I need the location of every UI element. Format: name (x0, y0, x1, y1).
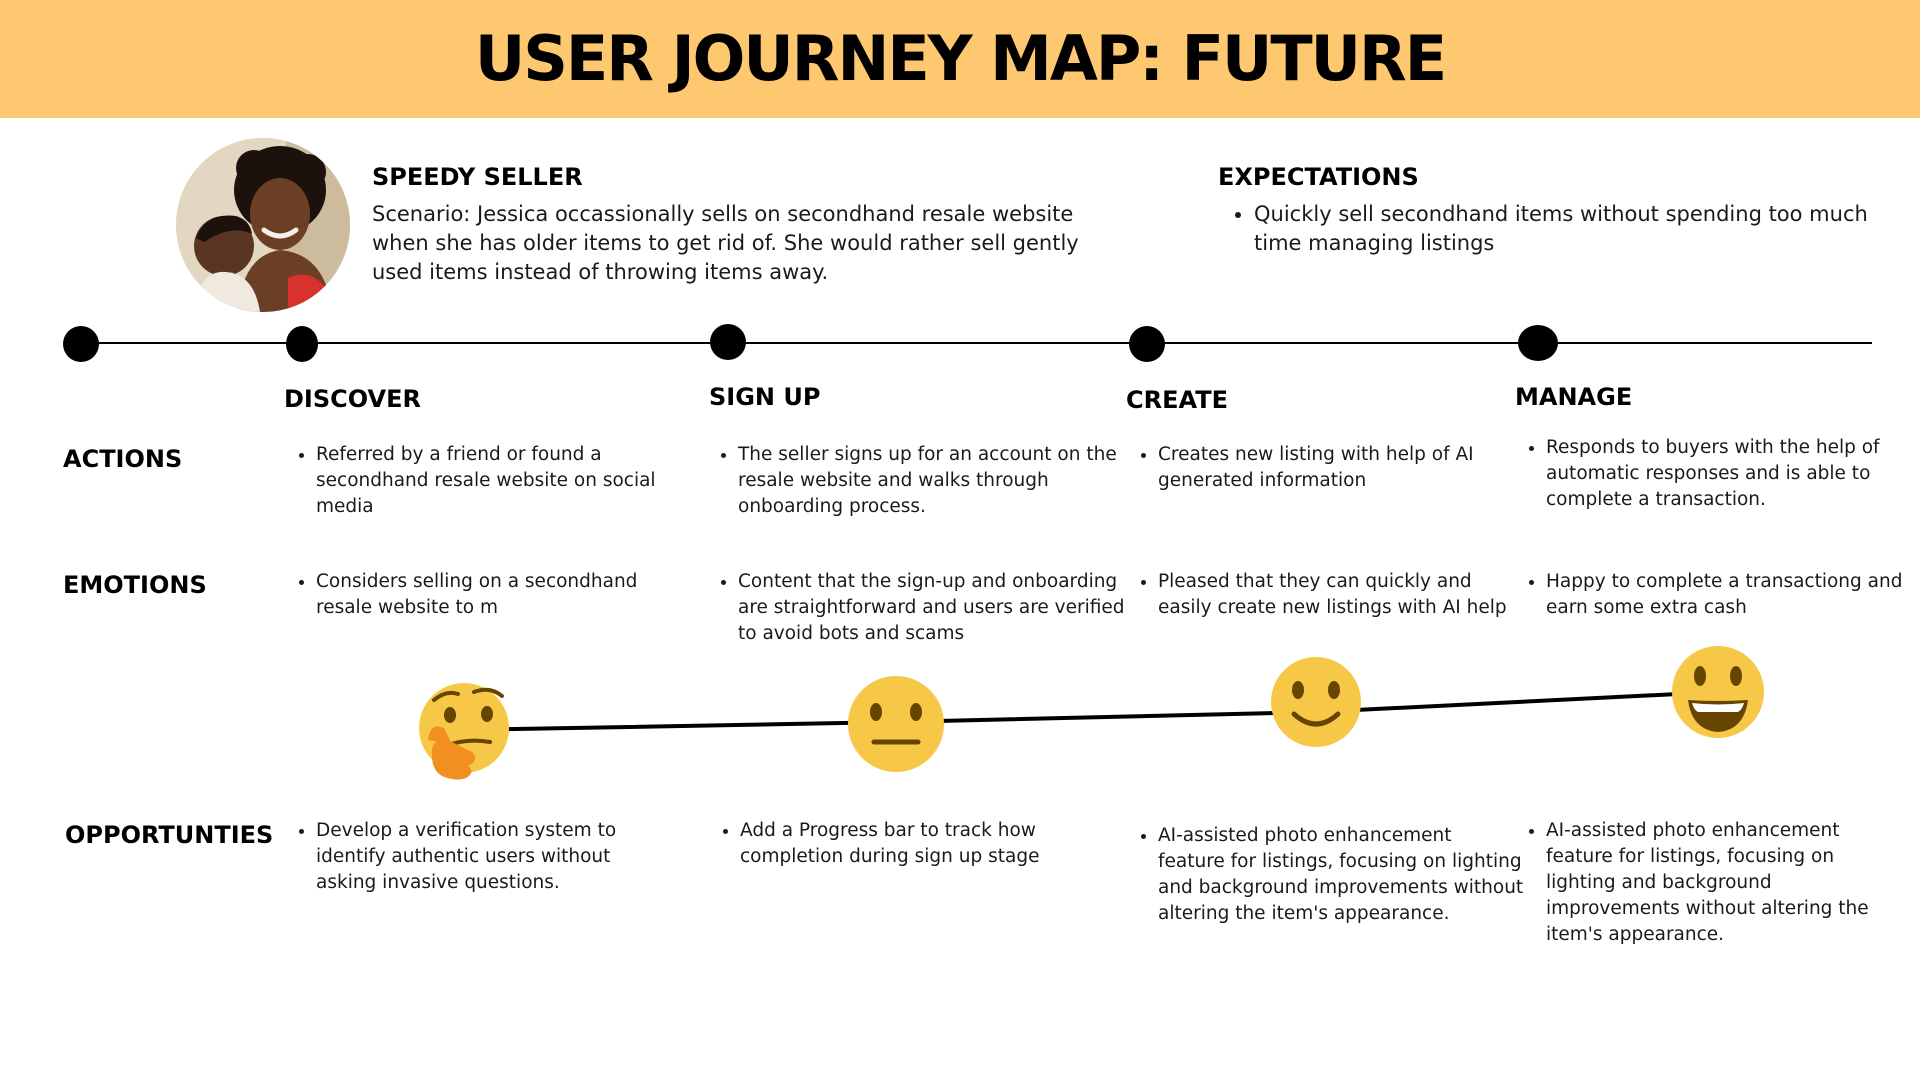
grinning-face-icon (1672, 646, 1764, 738)
list-item: Responds to buyers with the help of auto… (1546, 435, 1912, 513)
emotions-sign-up: Content that the sign-up and onboarding … (706, 569, 1128, 647)
opportunities-manage: AI-assisted photo enhancement feature fo… (1514, 818, 1906, 948)
neutral-face-icon (848, 676, 944, 772)
actions-sign-up: The seller signs up for an account on th… (706, 442, 1122, 520)
emotions-manage: Happy to complete a transactiong and ear… (1514, 569, 1912, 621)
list-item: Develop a verification system to identif… (316, 818, 676, 896)
journey-timeline (80, 342, 1872, 344)
page-title: USER JOURNEY MAP: FUTURE (474, 22, 1447, 95)
stage-sign-up: SIGN UP (709, 383, 821, 411)
opportunities-discover: Develop a verification system to identif… (284, 818, 676, 896)
list-item: AI-assisted photo enhancement feature fo… (1158, 823, 1524, 927)
opportunities-sign-up: Add a Progress bar to track how completi… (708, 818, 1110, 870)
actions-create: Creates new listing with help of AI gene… (1126, 442, 1518, 494)
thinking-face-icon (419, 683, 509, 780)
row-label-emotions: EMOTIONS (63, 571, 207, 599)
emotions-create: Pleased that they can quickly and easily… (1126, 569, 1528, 621)
slightly-smiling-face-icon (1271, 657, 1361, 747)
timeline-dot-signup (710, 324, 746, 360)
timeline-dot-manage (1518, 325, 1558, 361)
actions-discover: Referred by a friend or found a secondha… (284, 442, 662, 520)
persona-name: SPEEDY SELLER (372, 163, 583, 191)
list-item: Pleased that they can quickly and easily… (1158, 569, 1528, 621)
stage-create: CREATE (1126, 386, 1228, 414)
emotion-curve-line (463, 690, 1719, 732)
list-item: Happy to complete a transactiong and ear… (1546, 569, 1912, 621)
timeline-dot-discover (286, 326, 318, 362)
persona-photo-icon (176, 138, 350, 312)
row-label-actions: ACTIONS (63, 445, 183, 473)
persona-scenario: Scenario: Jessica occassionally sells on… (372, 202, 1079, 284)
list-item: Considers selling on a secondhand resale… (316, 569, 672, 621)
expectations-heading: EXPECTATIONS (1218, 163, 1419, 191)
list-item: AI-assisted photo enhancement feature fo… (1546, 818, 1906, 948)
timeline-dot-create (1129, 326, 1165, 362)
timeline-start-dot (63, 326, 99, 362)
list-item: Content that the sign-up and onboarding … (738, 569, 1128, 647)
list-item: Referred by a friend or found a secondha… (316, 442, 662, 520)
opportunities-create: AI-assisted photo enhancement feature fo… (1126, 823, 1524, 927)
list-item: Quickly sell secondhand items without sp… (1254, 200, 1894, 258)
stage-discover: DISCOVER (284, 385, 421, 413)
actions-manage: Responds to buyers with the help of auto… (1514, 435, 1912, 513)
list-item: Add a Progress bar to track how completi… (740, 818, 1110, 870)
emotions-discover: Considers selling on a secondhand resale… (284, 569, 672, 621)
list-item: The seller signs up for an account on th… (738, 442, 1122, 520)
stage-manage: MANAGE (1515, 383, 1633, 411)
list-item: Creates new listing with help of AI gene… (1158, 442, 1518, 494)
persona-avatar (176, 138, 350, 312)
expectations-list: Quickly sell secondhand items without sp… (1218, 200, 1894, 258)
row-label-opportunities: OPPORTUNTIES (65, 821, 274, 849)
header-banner (0, 0, 1920, 118)
